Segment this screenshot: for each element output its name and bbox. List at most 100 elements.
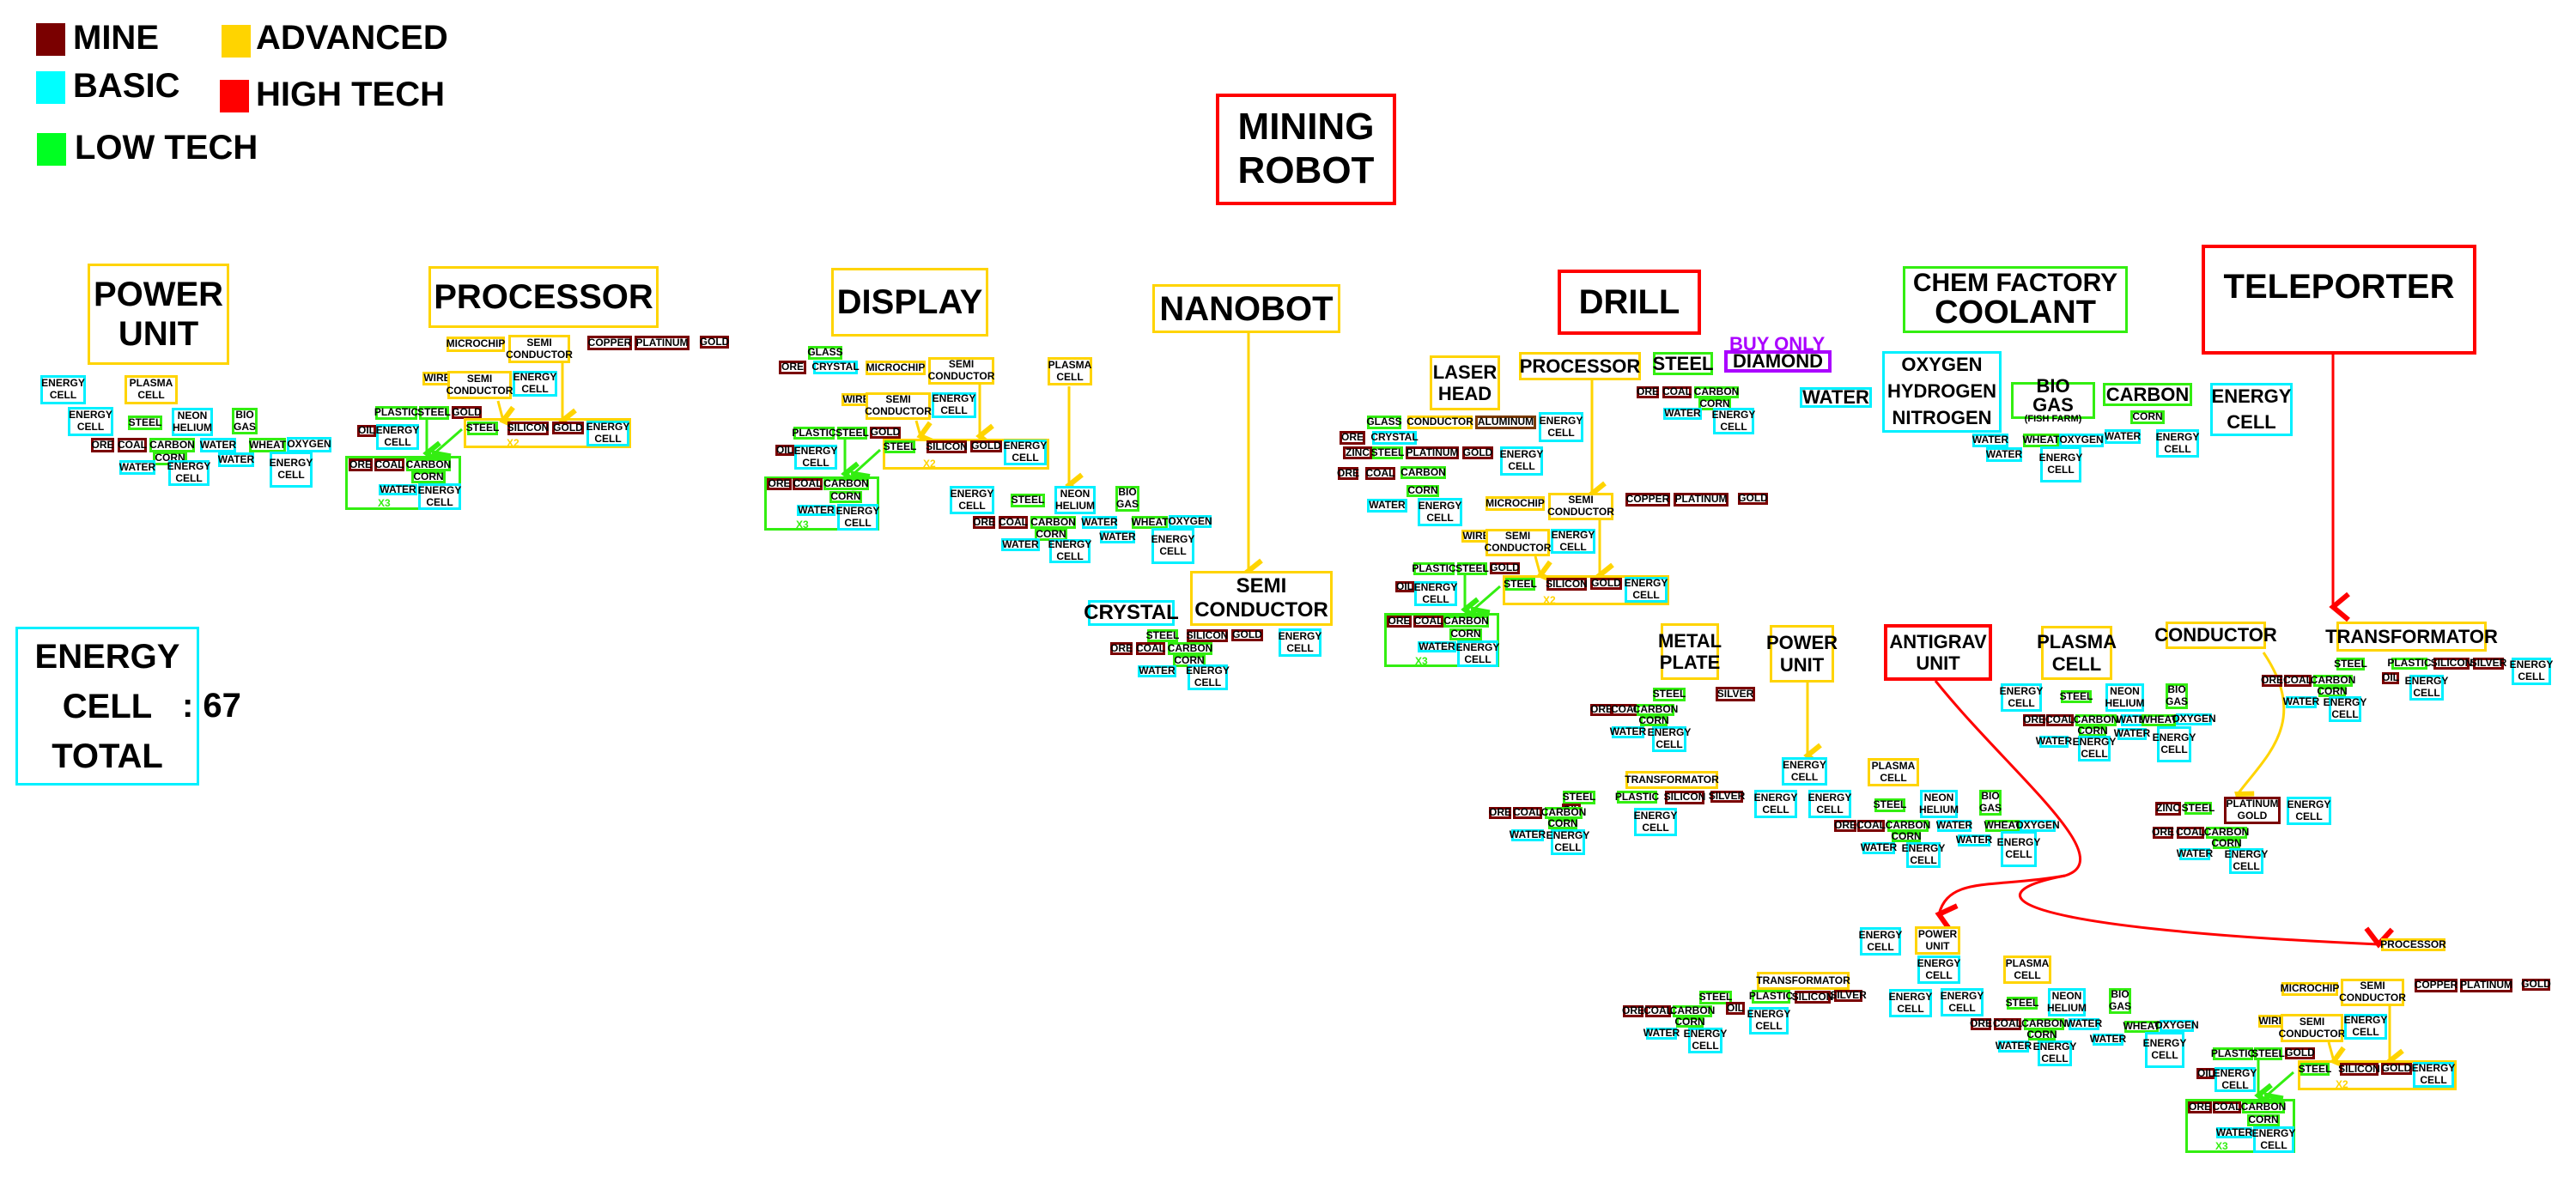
x2-multiplier: X2 bbox=[923, 458, 936, 470]
power-unit-title: POWER UNIT bbox=[88, 264, 229, 365]
corn-item: CORN bbox=[2130, 410, 2165, 424]
energy-cell-item: ENERGY CELL bbox=[270, 452, 313, 488]
ore-item: ORE bbox=[2023, 713, 2046, 726]
gold-item: GOLD bbox=[2521, 978, 2551, 991]
carbon-item: CARBON bbox=[1885, 819, 1931, 832]
wire-item: WIRE bbox=[422, 372, 452, 385]
legend-label-low-tech: LOW TECH bbox=[75, 129, 258, 167]
gold-item: GOLD bbox=[1490, 561, 1520, 574]
carbon-item: CARBON bbox=[2021, 1017, 2067, 1030]
legend-swatch-basic bbox=[36, 71, 65, 104]
corn-item: CORN bbox=[1449, 628, 1482, 640]
energy-cell-item: ENERGY CELL bbox=[1782, 757, 1827, 786]
ore-item: ORE bbox=[349, 458, 373, 471]
processor-item: PROCESSOR bbox=[2380, 937, 2446, 951]
coolant-label: COOLANT bbox=[1935, 294, 2096, 331]
bio-gas-item: BIO GAS bbox=[232, 408, 258, 434]
wheat-item: WHEAT bbox=[2123, 1020, 2160, 1033]
silicon-item: SILICON bbox=[926, 440, 968, 453]
transformator-item: TRANSFORMATOR bbox=[1625, 771, 1719, 789]
silicon-item: SILICON bbox=[1791, 990, 1834, 1004]
carbon-item: CARBON bbox=[1167, 641, 1213, 655]
gold-item: GOLD bbox=[870, 426, 901, 439]
corn-item: CORN bbox=[2247, 1113, 2280, 1126]
x3-multiplier: X3 bbox=[2215, 1140, 2228, 1152]
arrow bbox=[2327, 1041, 2350, 1071]
carbon-item: CARBON bbox=[2203, 826, 2250, 839]
energy-cell-item: ENERGY CELL bbox=[1500, 446, 1543, 476]
energy-cell-item: ENERGY CELL bbox=[2153, 726, 2196, 762]
water-item: WATER bbox=[2035, 735, 2073, 748]
legend-swatch-advanced bbox=[222, 25, 251, 58]
chem-factory-label: CHEM FACTORY bbox=[1912, 269, 2118, 297]
water-item: WATER bbox=[797, 503, 835, 516]
bio-gas-item: BIO GAS bbox=[2166, 683, 2189, 709]
coal-item: COAL bbox=[2045, 713, 2075, 726]
water-item: WATER bbox=[218, 452, 254, 467]
oil-item: OIL bbox=[2382, 671, 2399, 684]
energy-cell-total-value: : 67 bbox=[182, 687, 241, 725]
silicon-item: SILICON bbox=[2338, 1062, 2380, 1076]
energy-cell-item: ENERGY CELL bbox=[1808, 790, 1851, 818]
steel-item: STEEL bbox=[1011, 494, 1045, 507]
steel-item: STEEL bbox=[2005, 996, 2039, 1010]
plastic-item: PLASTIC bbox=[2387, 657, 2432, 670]
steel-item: STEEL bbox=[1652, 688, 1686, 701]
coal-item: COAL bbox=[1662, 385, 1692, 398]
x3-multiplier: X3 bbox=[378, 497, 391, 509]
steel-item: STEEL bbox=[1562, 791, 1596, 804]
x2-multiplier: X2 bbox=[1543, 594, 1556, 606]
gold-item: GOLD bbox=[452, 405, 482, 419]
gold-item: GOLD bbox=[552, 421, 584, 434]
aluminum-item: ALUMINUM bbox=[1475, 416, 1536, 429]
coal-item: COAL bbox=[1611, 703, 1640, 716]
wheat-item: WHEAT bbox=[2022, 434, 2060, 447]
coal-item: COAL bbox=[999, 515, 1028, 529]
energy-cell-item: ENERGY CELL bbox=[1747, 1007, 1790, 1034]
energy-cell-item: ENERGY CELL bbox=[2000, 683, 2043, 712]
energy-cell-item: ENERGY CELL bbox=[2224, 848, 2269, 874]
microchip-item: MICROCHIP bbox=[2280, 982, 2340, 996]
water-item: WATER bbox=[1995, 1040, 2032, 1053]
corn-item: CORN bbox=[1674, 1016, 1705, 1028]
water-item: WATER bbox=[2065, 1017, 2103, 1030]
semi-conductor-item: SEMI CONDUCTOR bbox=[506, 335, 573, 363]
transformator-subtitle: TRANSFORMATOR bbox=[2325, 622, 2498, 652]
silicon-item: SILICON bbox=[2430, 657, 2473, 670]
microchip-item: MICROCHIP bbox=[866, 361, 926, 375]
wire-item: WIRE bbox=[2258, 1014, 2286, 1028]
chem-factory-coolant-title: CHEM FACTORY COOLANT bbox=[1903, 266, 2128, 333]
carbon-item: CARBON bbox=[405, 458, 452, 471]
energy-cell-item: ENERGY CELL bbox=[2252, 1126, 2295, 1153]
energy-cell-item: ENERGY CELL bbox=[793, 444, 838, 470]
conductor-item: CONDUCTOR bbox=[1406, 416, 1473, 429]
x3-carbon-group bbox=[1384, 613, 1499, 667]
plastic-item: PLASTIC bbox=[1748, 990, 1794, 1004]
crystal-item: CRYSTAL bbox=[1370, 431, 1419, 445]
energy-cell-item: ENERGY CELL bbox=[2072, 736, 2117, 761]
oxygen-item: OXYGEN bbox=[2015, 819, 2060, 832]
drill-title: DRILL bbox=[1558, 270, 1701, 335]
teleporter-title: TELEPORTER bbox=[2202, 245, 2476, 355]
gold-item: GOLD bbox=[970, 440, 1002, 452]
plastic-item: PLASTIC bbox=[1412, 561, 1456, 575]
corn-item: CORN bbox=[2317, 685, 2348, 698]
platinum-item: PLATINUM bbox=[2459, 979, 2513, 992]
energy-cell-item: ENERGY CELL bbox=[2343, 1014, 2388, 1040]
carbon-item: CARBON bbox=[1443, 615, 1489, 628]
plastic-item: PLASTIC bbox=[1614, 790, 1660, 804]
steel-item: STEEL bbox=[1504, 577, 1537, 591]
water-item: WATER bbox=[1935, 819, 1973, 832]
water-item: WATER bbox=[1001, 537, 1040, 551]
ore-item: ORE bbox=[2261, 674, 2284, 687]
energy-cell-item: ENERGY CELL bbox=[836, 504, 879, 531]
silicon-item: SILICON bbox=[1186, 628, 1229, 642]
ore-item: ORE bbox=[1337, 466, 1360, 480]
legend-label-high-tech: HIGH TECH bbox=[256, 76, 445, 113]
wire-item: WIRE bbox=[1461, 529, 1491, 543]
ore-item: ORE bbox=[1489, 806, 1512, 819]
ore-item: ORE bbox=[1340, 431, 1365, 445]
wheat-item: WHEAT bbox=[2140, 713, 2178, 726]
water-item: WATER bbox=[1099, 530, 1136, 543]
corn-item: CORN bbox=[1406, 484, 1439, 497]
